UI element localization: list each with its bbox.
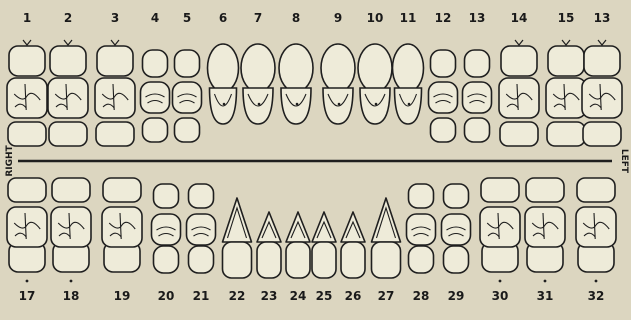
lower-tooth-29-12: 29 (442, 184, 471, 303)
upper-tooth-5-4: 5 (173, 11, 202, 142)
tooth-number-label: 17 (19, 289, 36, 303)
tooth-number-label: 24 (290, 289, 307, 303)
tooth-number-label: 2 (64, 11, 72, 25)
upper-tooth-14-13: 14 (499, 11, 539, 146)
tooth-number-label: 32 (588, 289, 605, 303)
upper-tooth-6-5: 6 (208, 11, 239, 124)
side-label-right: RIGHT (5, 144, 15, 176)
upper-tooth-7-6: 7 (241, 11, 275, 124)
upper-tooth-11-10: 11 (393, 11, 424, 124)
tooth-number-label: 3 (111, 11, 119, 25)
tooth-number-label: 18 (63, 289, 80, 303)
lower-tooth-32-15: 32 (576, 178, 616, 303)
lower-tooth-25-8: 25 (312, 212, 336, 303)
tooth-number-label: 27 (378, 289, 395, 303)
lower-tooth-26-9: 26 (341, 212, 365, 303)
lower-tooth-28-11: 28 (407, 184, 436, 303)
tooth-number-label: 7 (254, 11, 262, 25)
tooth-number-label: 11 (400, 11, 417, 25)
upper-tooth-15-14: 15 (546, 11, 586, 146)
upper-tooth-12-11: 12 (429, 11, 458, 142)
lower-tooth-27-10: 27 (372, 198, 401, 303)
upper-tooth-2-1: 2 (48, 11, 88, 146)
tooth-number-label: 21 (193, 289, 210, 303)
tooth-number-label: 8 (292, 11, 300, 25)
tooth-number-label: 30 (492, 289, 509, 303)
tooth-number-label: 1 (23, 11, 31, 25)
tooth-number-label: 23 (261, 289, 278, 303)
tooth-number-label: 31 (537, 289, 554, 303)
tooth-number-label: 4 (151, 11, 159, 25)
side-label-left: LEFT (619, 149, 629, 174)
tooth-number-label: 5 (183, 11, 191, 25)
lower-tooth-18-1: 18 (51, 178, 91, 303)
tooth-number-label: 25 (316, 289, 333, 303)
tooth-number-label: 10 (367, 11, 384, 25)
tooth-number-label: 22 (229, 289, 246, 303)
lower-tooth-22-5: 22 (223, 198, 252, 303)
upper-tooth-4-3: 4 (141, 11, 170, 142)
tooth-number-label: 28 (413, 289, 430, 303)
tooth-number-label: 20 (158, 289, 175, 303)
upper-tooth-13-12: 13 (463, 11, 492, 142)
tooth-number-label: 14 (511, 11, 528, 25)
lower-tooth-19-2: 19 (102, 178, 142, 303)
tooth-number-label: 13 (594, 11, 611, 25)
tooth-number-label: 26 (345, 289, 362, 303)
lower-tooth-23-6: 23 (257, 212, 281, 303)
tooth-number-label: 15 (558, 11, 575, 25)
lower-tooth-24-7: 24 (286, 212, 310, 303)
lower-tooth-30-13: 30 (480, 178, 520, 303)
tooth-number-label: 6 (219, 11, 227, 25)
tooth-number-label: 9 (334, 11, 342, 25)
tooth-number-label: 19 (114, 289, 131, 303)
tooth-number-label: 29 (448, 289, 465, 303)
tooth-number-label: 13 (469, 11, 486, 25)
lower-tooth-21-4: 21 (187, 184, 216, 303)
upper-tooth-3-2: 3 (95, 11, 135, 146)
upper-tooth-9-8: 9 (321, 11, 355, 124)
upper-tooth-1-0: 1 (7, 11, 47, 146)
upper-tooth-13-15: 13 (582, 11, 622, 146)
tooth-number-label: 12 (435, 11, 452, 25)
upper-tooth-8-7: 8 (279, 11, 313, 124)
lower-arch: 17 18 19 20 21 22 23 24 25 26 27 28 29 30 31 32 (7, 178, 616, 303)
lower-tooth-20-3: 20 (152, 184, 181, 303)
lower-tooth-31-14: 31 (525, 178, 565, 303)
lower-tooth-17-0: 17 (7, 178, 47, 303)
upper-tooth-10-9: 10 (358, 11, 392, 124)
